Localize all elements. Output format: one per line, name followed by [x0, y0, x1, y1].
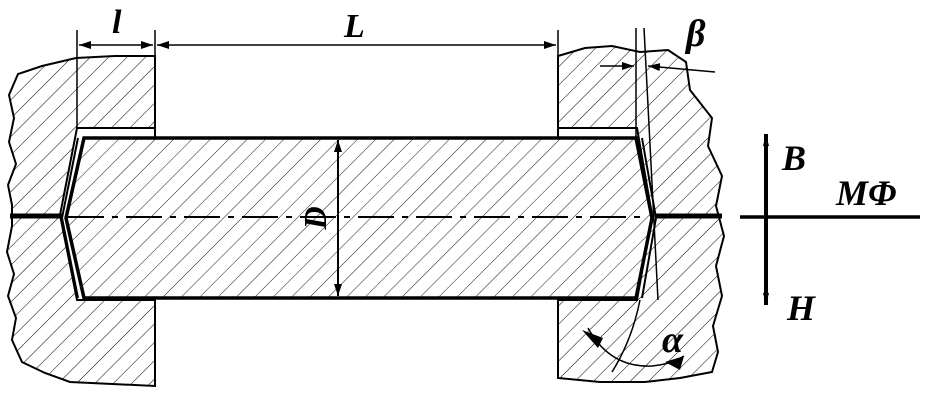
left-gap: [80, 127, 156, 138]
dimension-l: [76, 30, 156, 128]
label-alpha: α: [662, 319, 684, 361]
label-beta: β: [684, 13, 706, 55]
beta-marking: [600, 27, 716, 301]
right-housing: [557, 44, 726, 383]
dimension-L: [157, 30, 559, 128]
label-D: D: [297, 206, 333, 230]
label-l: l: [112, 4, 122, 41]
left-housing: [5, 55, 156, 388]
label-B: B: [781, 138, 806, 178]
label-L: L: [343, 8, 365, 45]
alpha-marking: [582, 299, 685, 373]
label-MF: MΦ: [835, 173, 896, 213]
right-gap: [557, 127, 636, 138]
label-H: H: [786, 288, 816, 328]
